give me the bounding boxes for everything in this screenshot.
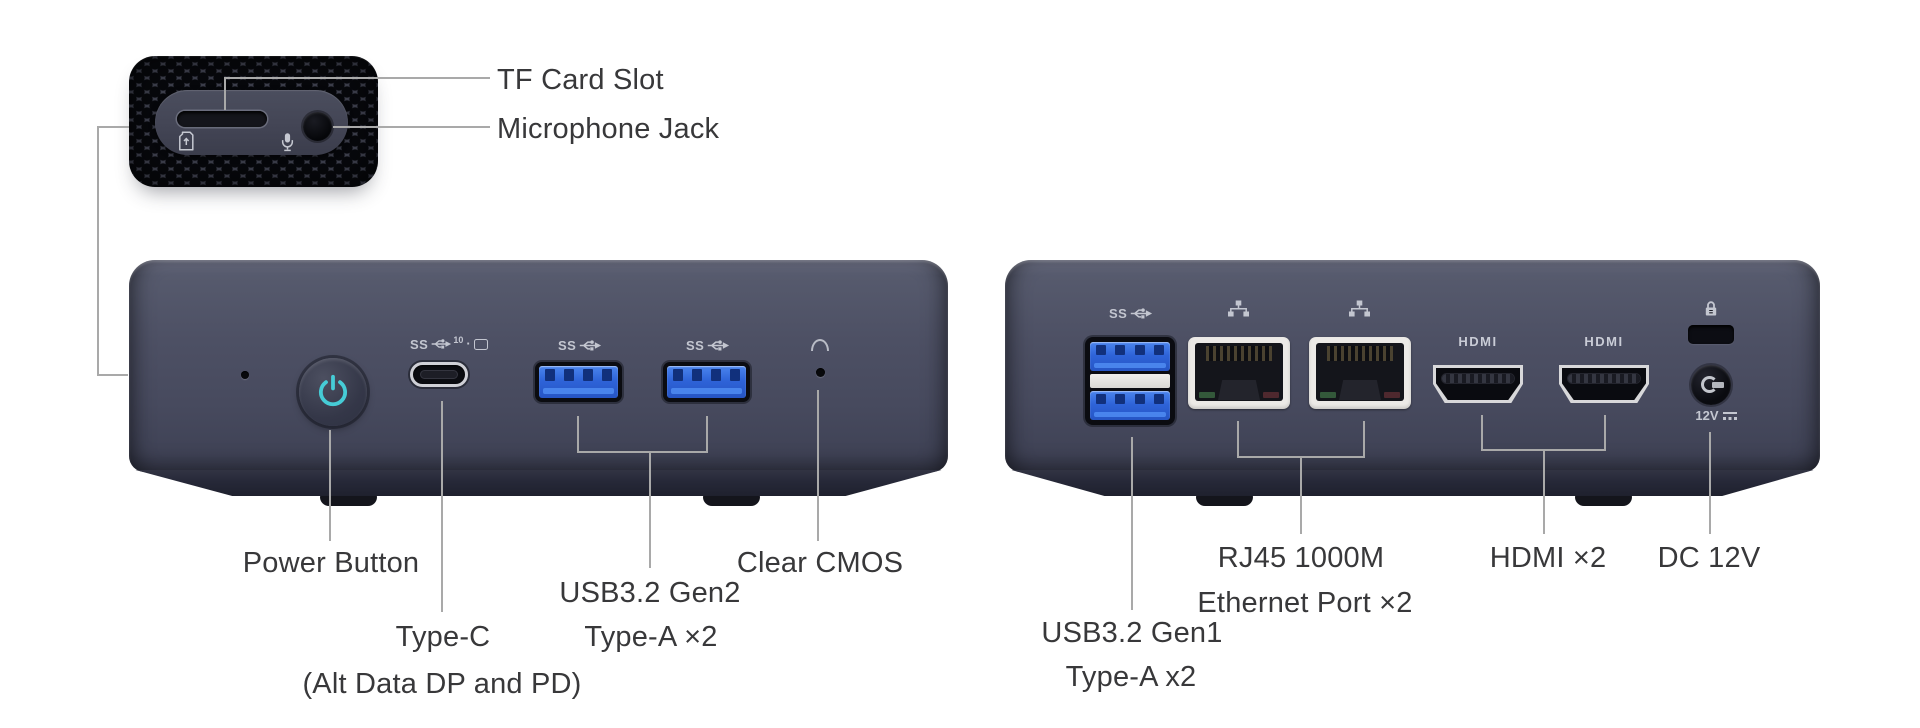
- front-view-device: SS 10· SS SS: [129, 260, 948, 506]
- front-panel: SS 10· SS SS: [129, 260, 948, 472]
- label-ethernet-port-x2: Ethernet Port ×2: [1197, 587, 1413, 619]
- rj45-port-1: [1188, 337, 1290, 409]
- ethernet-icon: [1347, 300, 1372, 316]
- microphone-jack: [303, 112, 332, 141]
- label-power-button: Power Button: [242, 547, 420, 579]
- kensington-lock-slot: [1688, 325, 1734, 344]
- label-type-a-x2-back: Type-A x2: [1065, 661, 1197, 693]
- microphone-icon: [281, 132, 294, 158]
- ss-text: SS: [558, 337, 577, 353]
- label-type-a-x2: Type-A ×2: [584, 621, 718, 653]
- label-type-c-alt: (Alt Data DP and PD): [302, 668, 582, 700]
- hdmi-port-1: [1433, 365, 1523, 403]
- back-panel: SS: [1005, 260, 1820, 472]
- ss-text: SS: [1109, 305, 1128, 321]
- back-chassis-base: [1011, 470, 1814, 496]
- dc-power-jack: [1691, 365, 1731, 405]
- tf-card-icon: [178, 131, 194, 156]
- usb-divider-strip: [1090, 374, 1170, 388]
- side-panel-bracket-line: [97, 126, 129, 376]
- label-type-c: Type-C: [395, 621, 491, 653]
- front-chassis-base: [135, 470, 942, 496]
- status-led-pinhole: [241, 371, 249, 379]
- usb-a-port-2: [663, 362, 750, 402]
- label-usb32-gen1: USB3.2 Gen1: [1041, 617, 1223, 649]
- power-icon: [314, 371, 352, 414]
- hdmi-port-2: [1559, 365, 1649, 403]
- direct-current-icon: [1722, 412, 1737, 421]
- ss10-superscript: 10: [453, 335, 464, 345]
- usb-ss-icon: SS: [1109, 305, 1153, 321]
- label-rj45-1000m: RJ45 1000M: [1217, 542, 1385, 574]
- label-microphone-jack: Microphone Jack: [497, 113, 720, 145]
- dot-separator: ·: [466, 336, 471, 351]
- rj45-port-2: [1309, 337, 1411, 409]
- back-view-device: SS: [1005, 260, 1820, 506]
- ss-text: SS: [410, 336, 429, 352]
- tf-card-slot: [177, 111, 267, 127]
- rubber-foot: [703, 494, 760, 506]
- label-tf-card-slot: TF Card Slot: [497, 64, 664, 96]
- label-usb32-gen2: USB3.2 Gen2: [559, 577, 741, 609]
- usb-ss-icon: SS: [558, 337, 602, 353]
- monitor-icon: [473, 338, 488, 350]
- usb-tongue: [667, 366, 746, 398]
- ethernet-icon: [1226, 300, 1251, 316]
- usb-tongue: [539, 366, 618, 398]
- side-panel-inset: [129, 56, 378, 187]
- dc-voltage-text: 12V: [1695, 408, 1719, 423]
- hdmi-port-label: HDMI: [1584, 334, 1624, 349]
- label-dc-12v: DC 12V: [1657, 542, 1761, 574]
- usb-ss-icon: SS: [686, 337, 730, 353]
- lock-icon: [1704, 300, 1718, 322]
- dc-voltage-label: 12V: [1671, 408, 1761, 423]
- ss-text: SS: [686, 337, 705, 353]
- usb-a-stacked-ports: [1085, 337, 1175, 425]
- usb-tongue: [1090, 342, 1170, 371]
- side-port-pill: [155, 90, 348, 155]
- label-hdmi-x2: HDMI ×2: [1489, 542, 1607, 574]
- headset-arc-icon: [811, 339, 829, 351]
- hdmi-port-label: HDMI: [1458, 334, 1498, 349]
- usb-tongue: [1090, 391, 1170, 420]
- usb-ss10-displayport-icon: SS 10·: [410, 335, 488, 352]
- clear-cmos-pinhole: [816, 368, 825, 377]
- usb-c-port: [410, 362, 468, 387]
- label-clear-cmos: Clear CMOS: [736, 547, 904, 579]
- usb-a-port-1: [535, 362, 622, 402]
- power-button: [299, 358, 367, 426]
- rubber-foot: [320, 494, 377, 506]
